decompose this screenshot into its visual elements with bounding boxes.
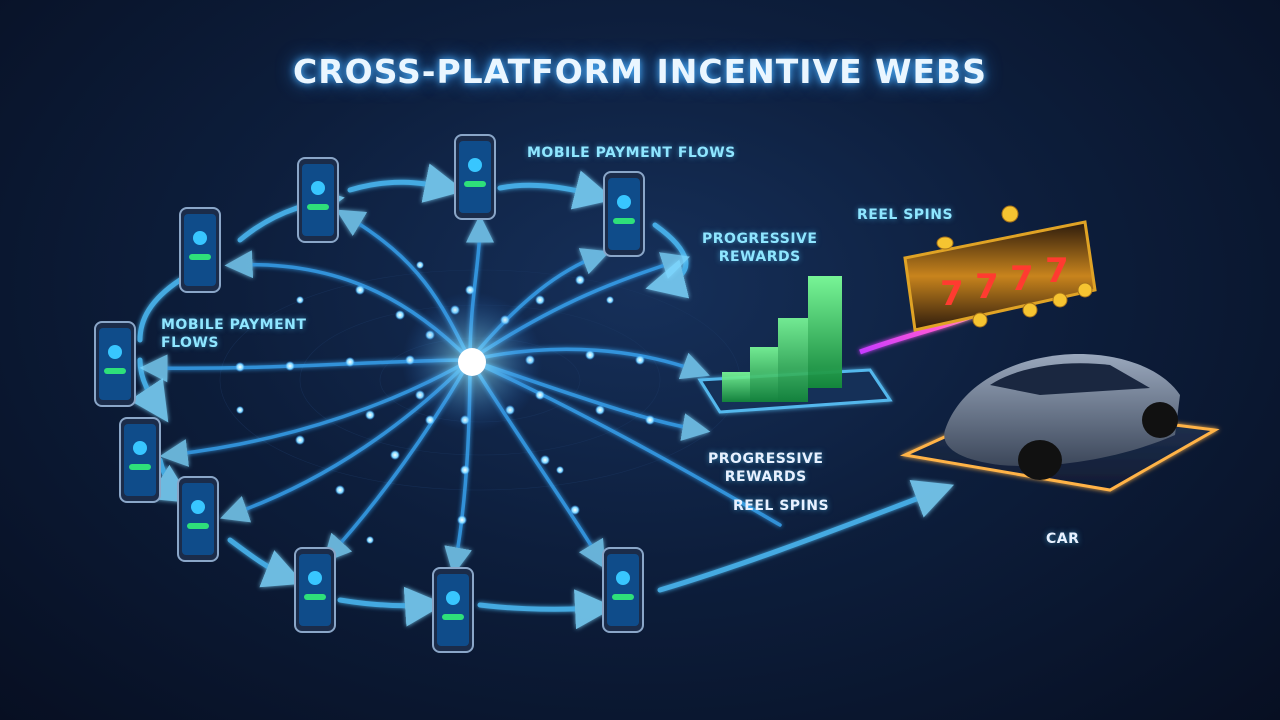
label-mobile-payment-flows-left: MOBILE PAYMENT FLOWS <box>161 317 307 351</box>
phone-icon <box>432 567 474 653</box>
label-progressive-rewards-top: PROGRESSIVE REWARDS <box>702 231 818 265</box>
svg-text:7: 7 <box>1045 251 1069 291</box>
label-mobile-payment-flows-top: MOBILE PAYMENT FLOWS <box>527 145 736 161</box>
phone-icon <box>602 547 644 633</box>
phone-icon <box>179 207 221 293</box>
phone-icon <box>297 157 339 243</box>
car-icon <box>899 354 1220 492</box>
label-reel-spins-top: REEL SPINS <box>857 207 954 223</box>
phone-icon <box>294 547 336 633</box>
bar-chart-icon <box>697 276 893 414</box>
svg-text:7: 7 <box>940 274 964 314</box>
phone-icon <box>177 476 219 562</box>
page-title: CROSS-PLATFORM INCENTIVE WEBS <box>293 52 987 91</box>
label-reel-spins-mid: REEL SPINS <box>733 498 830 514</box>
label-car: CAR <box>1046 531 1080 547</box>
svg-text:7: 7 <box>1010 259 1034 299</box>
phone-icons <box>94 134 645 653</box>
central-hub <box>402 292 542 432</box>
phone-icon <box>454 134 496 220</box>
phone-icon <box>603 171 645 257</box>
svg-text:7: 7 <box>975 267 999 307</box>
phone-icon <box>94 321 136 407</box>
label-progressive-rewards-mid: PROGRESSIVE REWARDS <box>708 451 824 485</box>
phone-icon <box>119 417 161 503</box>
